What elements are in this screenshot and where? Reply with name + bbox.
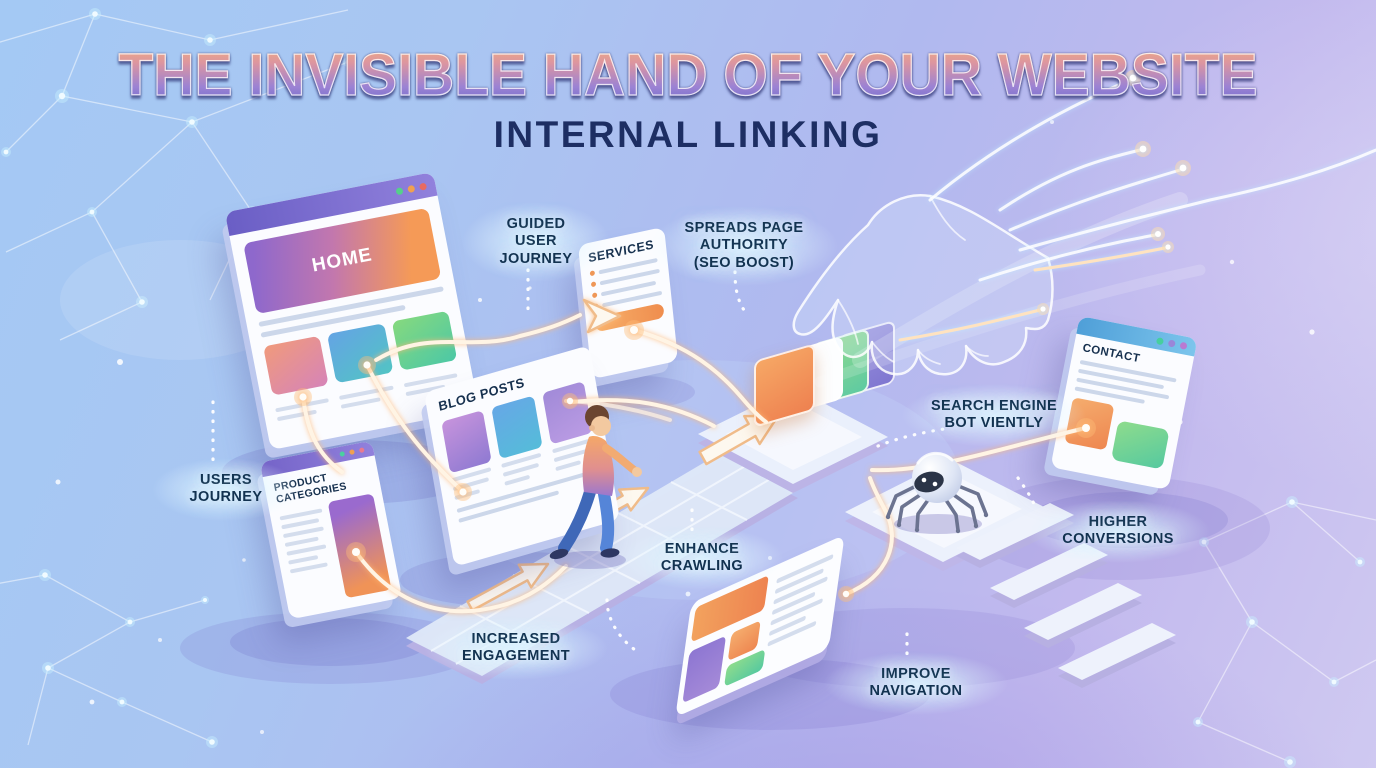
label-enhance-crawling: ENHANCE CRAWLING [620, 527, 784, 590]
window-control-dot [349, 449, 355, 455]
blog-post-item [541, 381, 597, 472]
bullet-dot [590, 281, 597, 288]
post-thumbnail [541, 381, 593, 445]
label-search-engine-bot: SEARCH ENGINE BOT VIENTLY [902, 384, 1086, 447]
stacked-page-card [754, 343, 815, 428]
caption-lines [338, 380, 398, 409]
label-improve-navigation: IMPROVE NAVIGATION [824, 652, 1008, 715]
window-control-dot [1155, 336, 1165, 345]
window-control-dot [407, 184, 416, 193]
window-control-dot [418, 182, 428, 191]
label-spreads-page-authority: SPREADS PAGE AUTHORITY (SEO BOOST) [650, 206, 838, 287]
category-feature-image [327, 493, 392, 599]
window-control-dot [395, 186, 404, 195]
home-card-thumbnail [263, 335, 329, 396]
blog-post-item [441, 409, 496, 501]
services-cta-button [594, 302, 665, 333]
home-card-thumbnail [327, 323, 394, 384]
home-title: HOME [310, 244, 375, 277]
product-categories-window: PRODUCT CATEGORIES [259, 440, 403, 620]
label-guided-user-journey: GUIDED USER JOURNEY [462, 202, 610, 283]
page-subtitle: INTERNAL LINKING [493, 114, 883, 155]
label-users-journey: USERS JOURNEY [152, 458, 300, 521]
bullet-dot [591, 292, 598, 299]
doc-purple-block [682, 635, 727, 704]
label-higher-conversions: HIGHER CONVERSIONS [1026, 500, 1210, 563]
blog-post-item [491, 395, 547, 486]
caption-lines [274, 393, 334, 422]
bullet-dot [593, 303, 599, 310]
window-control-dot [1167, 338, 1176, 348]
contact-form-block [1110, 420, 1170, 470]
spider-robot-icon [885, 451, 989, 534]
page-title: THE INVISIBLE HAND OF YOUR WEBSITE [118, 41, 1258, 109]
bullet-dot [589, 270, 596, 277]
window-control-dot [339, 451, 346, 457]
post-thumbnail [491, 395, 543, 460]
window-control-dot [1179, 341, 1188, 350]
home-card-thumbnail [391, 310, 458, 371]
label-increased-engagement: INCREASED ENGAGEMENT [424, 617, 608, 680]
bot-visor [914, 471, 944, 493]
window-control-dot [358, 447, 365, 454]
post-thumbnail [441, 409, 492, 474]
bot-platform [845, 459, 1048, 571]
